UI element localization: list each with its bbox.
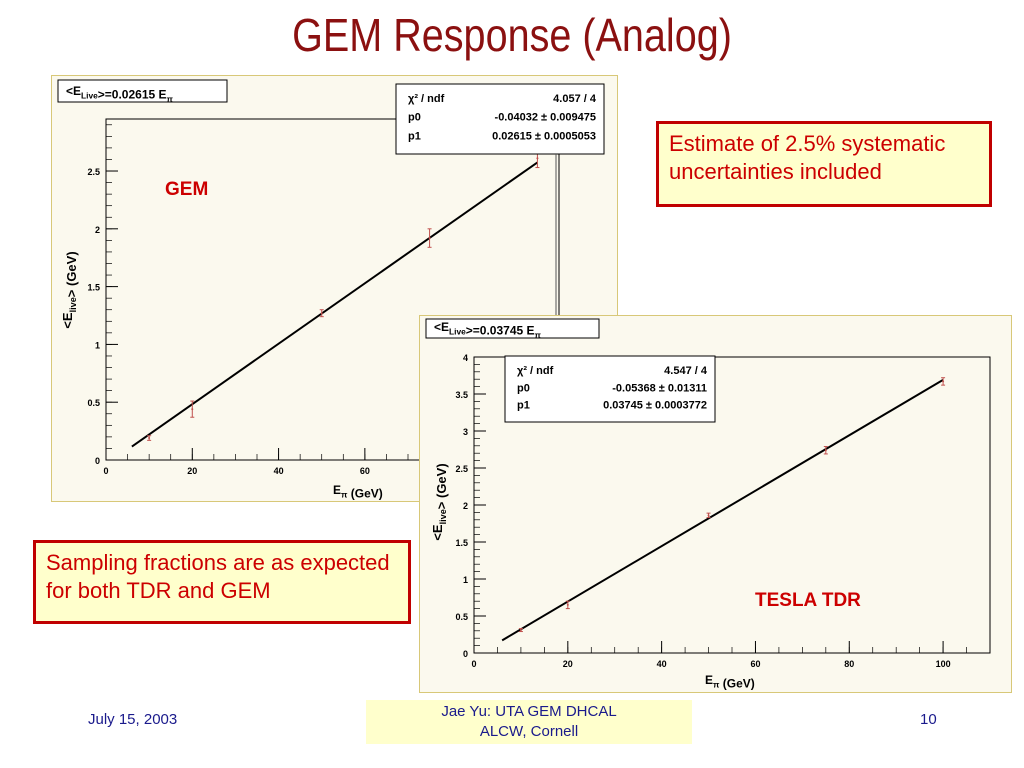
x-tick-label: 80 <box>844 659 854 669</box>
page-number: 10 <box>920 711 937 728</box>
y-axis-label: <Elive> (GeV) <box>60 251 79 328</box>
data-point <box>824 449 827 452</box>
stats-box <box>395 83 605 155</box>
footer-author-line1: Jae Yu: UTA GEM DHCAL <box>441 703 617 720</box>
footer-author: Jae Yu: UTA GEM DHCAL ALCW, Cornell <box>366 700 692 744</box>
y-tick-label: 0 <box>463 649 468 659</box>
slide-title: GEM Response (Analog) <box>292 9 732 61</box>
stats-value: 4.057 / 4 <box>553 93 597 105</box>
y-tick-label: 2.5 <box>87 167 100 177</box>
data-point <box>707 514 710 517</box>
x-tick-label: 60 <box>750 659 760 669</box>
stats-box <box>504 355 716 423</box>
y-tick-label: 1 <box>463 575 468 585</box>
x-axis-label: Eπ (GeV) <box>333 483 383 501</box>
x-axis-label: Eπ (GeV) <box>705 673 755 691</box>
y-tick-label: 2.5 <box>455 464 468 474</box>
stats-label: p1 <box>517 400 530 412</box>
footer-date: July 15, 2003 <box>88 711 178 728</box>
y-tick-label: 3 <box>463 427 468 437</box>
x-tick-label: 100 <box>936 659 951 669</box>
stats-value: 0.03745 ± 0.0003772 <box>603 400 707 412</box>
fit-line <box>131 161 539 448</box>
data-point <box>148 437 151 440</box>
x-tick-label: 20 <box>187 466 197 476</box>
data-point <box>566 603 569 606</box>
fit-title: <ELive>=0.03745 Eπ <box>434 320 542 340</box>
y-axis-label: <Elive> (GeV) <box>430 463 449 540</box>
stats-label: χ² / ndf <box>408 93 445 105</box>
gem-chart: 0 0.5 1 1.5 2 2.5 0 20 40 60 <ELive>=0.02615 Eπ χ² … <box>57 79 605 501</box>
x-tick-label: 40 <box>274 466 284 476</box>
fit-line <box>501 378 944 642</box>
y-tick-label: 1.5 <box>455 538 468 548</box>
y-tick-label: 4 <box>463 353 468 363</box>
fit-title-box <box>425 318 600 339</box>
data-point <box>536 157 539 160</box>
data-point <box>942 380 945 383</box>
y-tick-label: 0.5 <box>455 612 468 622</box>
footer-author-line2: ALCW, Cornell <box>479 723 579 740</box>
x-tick-label: 60 <box>360 466 370 476</box>
stats-value: 4.547 / 4 <box>664 365 708 377</box>
stats-label: p0 <box>517 382 530 394</box>
data-point <box>320 312 323 315</box>
stats-label: χ² / ndf <box>517 365 554 377</box>
fit-title: <ELive>=0.02615 Eπ <box>66 84 174 104</box>
fit-title-box <box>57 79 228 103</box>
series-label: GEM <box>165 179 208 200</box>
y-tick-label: 1.5 <box>87 283 100 293</box>
y-tick-label: 3.5 <box>455 390 468 400</box>
x-tick-label: 0 <box>103 466 108 476</box>
y-tick-label: 1 <box>95 340 100 350</box>
systematic-note: Estimate of 2.5% systematic uncertaintie… <box>656 121 992 207</box>
stats-label: p0 <box>408 112 421 124</box>
stats-label: p1 <box>408 130 421 142</box>
y-tick-label: 0.5 <box>87 398 100 408</box>
series-label: TESLA TDR <box>755 590 861 611</box>
sampling-note: Sampling fractions are as expected for b… <box>33 540 411 624</box>
stats-value: 0.02615 ± 0.0005053 <box>492 130 596 142</box>
data-point <box>519 629 522 632</box>
x-tick-label: 20 <box>563 659 573 669</box>
gem-plot-panel: 0 0.5 1 1.5 2 2.5 0 20 40 60 <ELive>=0.02615 Eπ χ² … <box>51 75 618 502</box>
y-tick-label: 2 <box>463 501 468 511</box>
y-tick-label: 2 <box>95 225 100 235</box>
data-point <box>191 408 194 411</box>
data-point <box>428 237 431 240</box>
stats-value: -0.04032 ± 0.009475 <box>495 112 596 124</box>
x-tick-label: 0 <box>471 659 476 669</box>
x-tick-label: 40 <box>657 659 667 669</box>
y-tick-label: 0 <box>95 456 100 466</box>
stats-value: -0.05368 ± 0.01311 <box>612 382 707 394</box>
